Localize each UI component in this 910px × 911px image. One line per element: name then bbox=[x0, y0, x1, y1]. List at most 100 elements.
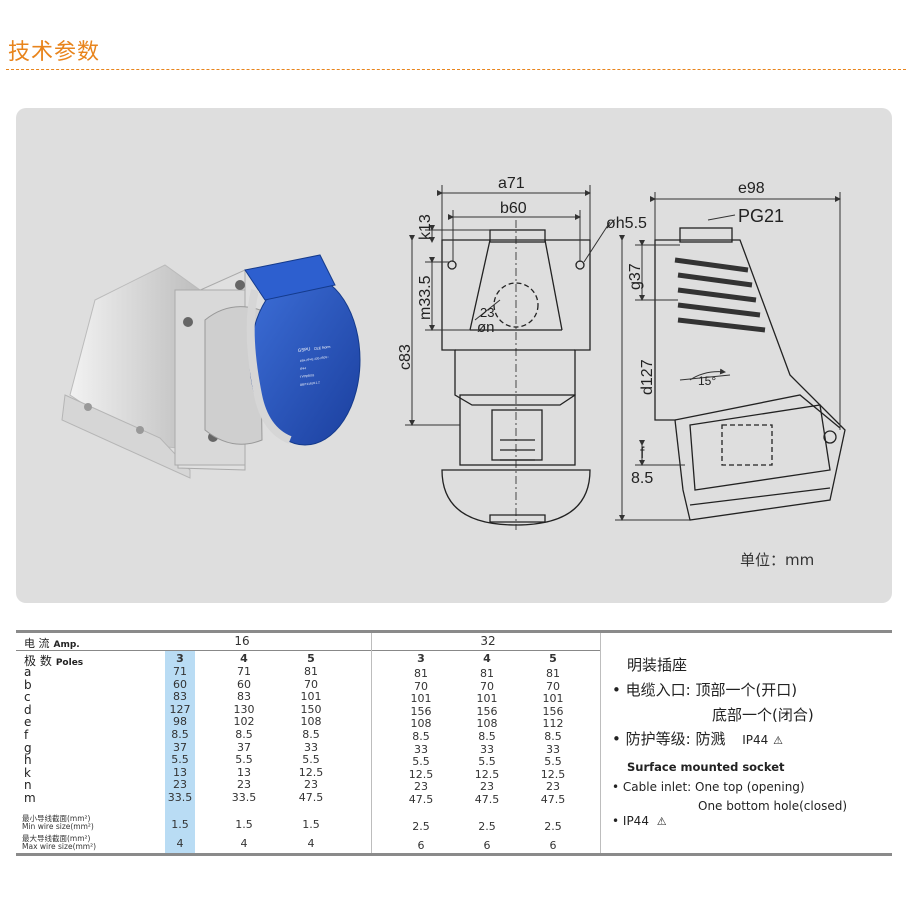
table-cell: 156 bbox=[410, 704, 432, 718]
desc-ip-cn: IP44 bbox=[742, 733, 769, 747]
table-cell: 81 bbox=[480, 667, 494, 680]
table-cell: 8.5 bbox=[235, 728, 253, 741]
dim-m-label: m33.5 bbox=[417, 275, 434, 320]
desc-en-ip: • IP44 ⚠ bbox=[612, 814, 667, 828]
table-cell: 81 bbox=[304, 665, 318, 678]
desc-cn-protect-value: 防溅 bbox=[695, 730, 726, 748]
table-cell: 71 bbox=[173, 665, 187, 678]
table-bottom-rule bbox=[16, 853, 892, 856]
table-cell: 12.5 bbox=[540, 767, 566, 781]
dim-c-label: c83 bbox=[397, 344, 414, 370]
dim-a-label: a71 bbox=[498, 175, 525, 192]
pole-value: 3 bbox=[176, 652, 184, 665]
amp-16: 16 bbox=[234, 634, 250, 648]
pole-value: 4 bbox=[483, 652, 491, 665]
max-wire-cell: 4 bbox=[307, 837, 315, 850]
table-divider-2 bbox=[600, 633, 601, 853]
table-divider-1 bbox=[371, 633, 372, 853]
product-brand: GSPU bbox=[297, 346, 310, 353]
product-type: TYPE6001 bbox=[300, 373, 315, 379]
row-label: b bbox=[24, 677, 32, 692]
current-header-en: Amp. bbox=[53, 640, 80, 650]
side-view-dims bbox=[615, 192, 841, 521]
max-wire-en: Max wire size(mm²) bbox=[22, 842, 97, 851]
table-cell: 81 bbox=[414, 667, 428, 680]
table-cell: 150 bbox=[300, 702, 322, 716]
table-cell: 8.5 bbox=[412, 730, 430, 743]
row-label: m bbox=[24, 791, 36, 805]
dim-f-label: f bbox=[640, 445, 645, 462]
table-cell: 23 bbox=[304, 778, 318, 792]
highlight-column bbox=[165, 651, 195, 853]
desc-cn-protect: • 防护等级: 防溅 IP44 ⚠ bbox=[612, 730, 783, 748]
table-cell: 8.5 bbox=[544, 730, 562, 743]
dim-h-label: øh5.5 bbox=[606, 215, 647, 232]
table-cell: 156 bbox=[476, 704, 498, 718]
desc-en-cable: • Cable inlet: One top (opening) bbox=[612, 780, 805, 794]
table-cell: 5.5 bbox=[544, 755, 562, 769]
row-label: a bbox=[24, 665, 32, 679]
desc-en-cable-2: One bottom hole(closed) bbox=[698, 799, 848, 813]
table-cell: 130 bbox=[233, 702, 255, 716]
max-wire-label: 最大导线截面(mm²) Max wire size(mm²) bbox=[22, 835, 96, 851]
table-cell: 70 bbox=[480, 679, 494, 693]
table-cell: 47.5 bbox=[540, 793, 566, 806]
table-cell: 33.5 bbox=[167, 791, 193, 804]
desc-cn-protect-label: 防护等级: bbox=[625, 730, 696, 748]
table-cell: 23 bbox=[414, 780, 428, 794]
desc-cn-cable-1: 顶部一个(开口) bbox=[695, 681, 798, 699]
socket-photo: GSPU CEE Norm 16A-2P+E 220-250V~ IP44 TY… bbox=[61, 254, 361, 479]
table-cell: 127 bbox=[169, 702, 191, 716]
desc-en-ip-value: IP44 bbox=[622, 814, 649, 828]
table-top-rule bbox=[16, 630, 892, 633]
table-cell: 70 bbox=[414, 679, 428, 693]
table-cell: 98 bbox=[173, 715, 187, 729]
max-wire-cell: 4 bbox=[176, 837, 184, 850]
dim-k-label: k13 bbox=[417, 214, 434, 240]
table-cell: 5.5 bbox=[235, 753, 253, 767]
min-wire-cell: 2.5 bbox=[544, 820, 562, 833]
table-cell: 70 bbox=[546, 679, 560, 693]
row-label: h bbox=[24, 753, 32, 768]
row-label: e bbox=[24, 715, 32, 730]
title-divider bbox=[6, 69, 906, 70]
dim-g-label: g37 bbox=[627, 263, 644, 290]
table-cell: 47.5 bbox=[298, 791, 324, 804]
table-cell: 33 bbox=[480, 742, 494, 756]
product-cee: CEE Norm bbox=[314, 345, 331, 351]
min-wire-cell: 2.5 bbox=[478, 820, 496, 833]
table-cell: 23 bbox=[480, 780, 494, 794]
dim-e-label: e98 bbox=[738, 180, 765, 197]
table-cell: 5.5 bbox=[302, 753, 320, 767]
max-wire-cell: 6 bbox=[483, 839, 491, 852]
table-cell: 47.5 bbox=[408, 793, 434, 806]
table-cell: 5.5 bbox=[412, 755, 430, 769]
desc-cn-cable: • 电缆入口: 顶部一个(开口) bbox=[612, 681, 798, 699]
desc-cn-cable-2: 底部一个(闭合) bbox=[712, 706, 814, 724]
min-wire-cell: 1.5 bbox=[302, 818, 320, 831]
row-label: n bbox=[24, 778, 32, 793]
table-cell: 101 bbox=[410, 692, 432, 706]
desc-en-title: Surface mounted socket bbox=[627, 760, 785, 774]
table-cell: 108 bbox=[476, 717, 498, 731]
min-wire-cell: 1.5 bbox=[171, 818, 189, 831]
row-label: g bbox=[24, 740, 32, 755]
unit-note: 单位：mm bbox=[740, 551, 815, 569]
dim-f-value: 8.5 bbox=[631, 470, 653, 487]
poles-header-en: Poles bbox=[55, 658, 84, 668]
dim-n-label: øn bbox=[477, 319, 495, 336]
desc-cn-cable-label: 电缆入口: bbox=[625, 681, 696, 699]
current-header-cn: 电 流 bbox=[24, 637, 50, 650]
table-cell: 101 bbox=[476, 692, 498, 706]
table-cell: 81 bbox=[546, 667, 560, 680]
table-header-rule bbox=[16, 650, 600, 651]
pole-value: 3 bbox=[417, 652, 425, 665]
front-view-drawing bbox=[441, 220, 591, 530]
table-cell: 37 bbox=[173, 740, 187, 754]
table-cell: 33 bbox=[304, 740, 318, 754]
min-wire-cell: 1.5 bbox=[235, 818, 253, 831]
table-cell: 13 bbox=[173, 765, 187, 779]
table-cell: 101 bbox=[300, 690, 322, 704]
table-cell: 33.5 bbox=[231, 791, 257, 804]
